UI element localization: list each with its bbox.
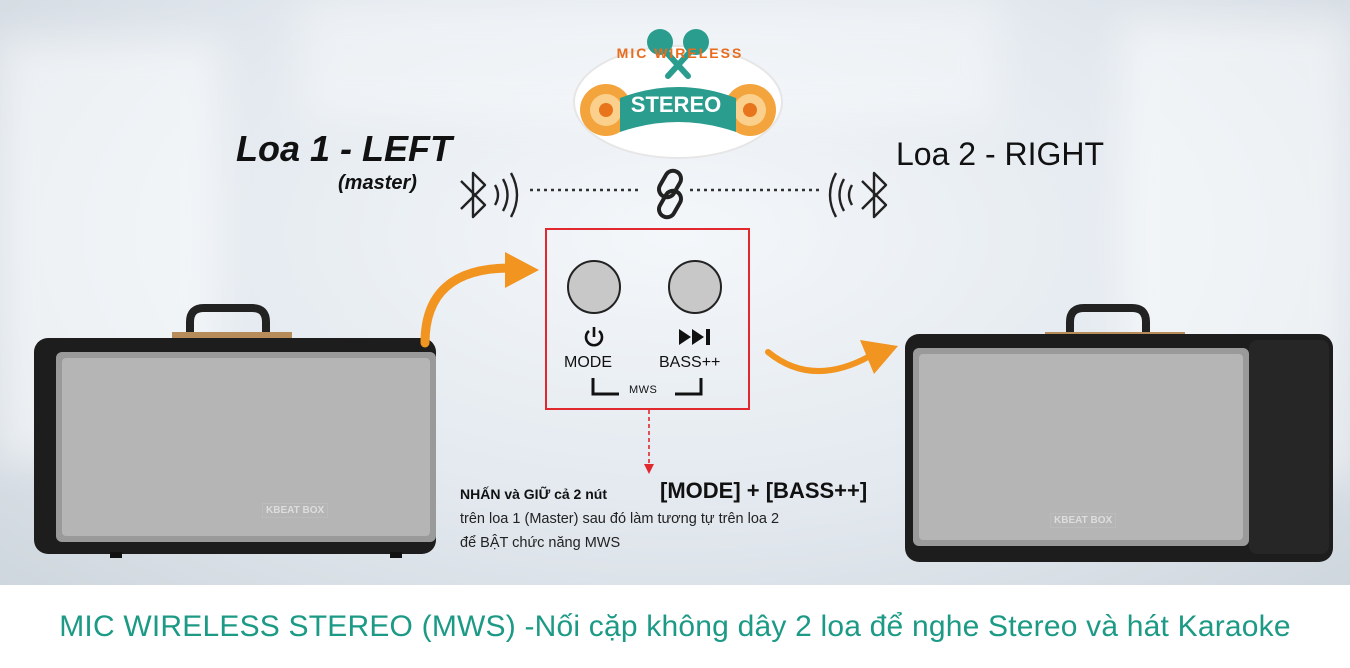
mode-label: MODE <box>564 354 612 371</box>
bluetooth-icon <box>460 171 519 219</box>
mic-wireless-stereo-logo <box>573 29 783 159</box>
speaker-left-title: Loa 1 - LEFT <box>236 128 452 169</box>
logo-main-text: STEREO <box>630 92 722 117</box>
arrow-panel-to-right <box>765 340 898 375</box>
mode-button[interactable] <box>567 260 621 314</box>
speaker-right <box>905 304 1333 562</box>
bass-button[interactable] <box>668 260 722 314</box>
connection-line <box>530 188 820 192</box>
speaker-left-subtitle: (master) <box>338 172 417 194</box>
bass-label: BASS++ <box>659 354 721 371</box>
play-next-icon <box>679 329 710 345</box>
background-scene: MIC WIRELESS STEREO Loa 1 - LEFT (master… <box>0 0 1350 585</box>
microphone-icon <box>647 29 709 79</box>
control-panel: MODE BASS++ MWS <box>545 228 750 410</box>
mws-bracket <box>591 378 703 396</box>
speaker-right-title: Loa 2 - RIGHT <box>896 136 1105 172</box>
link-chain-icon <box>657 168 683 220</box>
instruction-line-3: để BẬT chức năng MWS <box>460 535 621 551</box>
power-icon <box>584 327 604 347</box>
footer-caption: MIC WIRELESS STEREO (MWS) -Nối cặp không… <box>59 609 1291 643</box>
speaker-right-brand: KBEAT BOX <box>1050 513 1117 528</box>
instruction-button-combo: [MODE] + [BASS++] <box>660 478 868 503</box>
panel-down-arrow <box>644 410 654 474</box>
instruction-line-2: trên loa 1 (Master) sau đó làm tương tự … <box>460 511 780 527</box>
footer-banner: MIC WIRELESS STEREO (MWS) -Nối cặp không… <box>0 585 1350 668</box>
mws-label: MWS <box>629 384 658 396</box>
bluetooth-icon <box>828 171 888 219</box>
logo-arc-text: MIC WIRELESS <box>616 45 744 61</box>
instruction-line-1: NHẤN và GIỮ cả 2 nút <box>460 486 607 502</box>
speaker-left-brand: KBEAT BOX <box>262 503 329 518</box>
speaker-left <box>34 304 436 558</box>
arrow-left-to-panel <box>420 252 539 348</box>
